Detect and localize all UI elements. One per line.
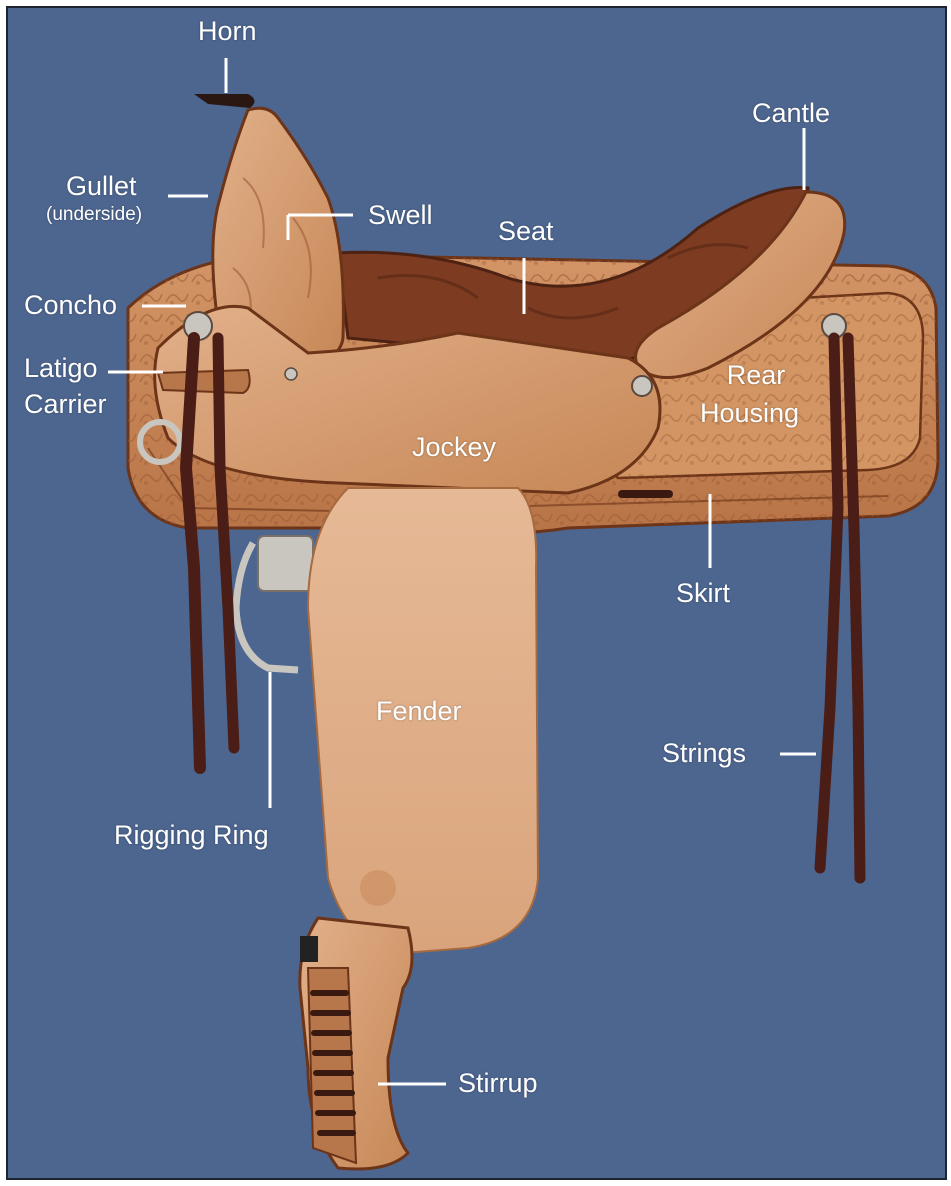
label-concho: Concho xyxy=(24,290,117,320)
label-rear-line2: Housing xyxy=(700,398,799,428)
label-seat: Seat xyxy=(498,216,554,246)
label-gullet: Gullet xyxy=(66,171,137,201)
skirt-slot xyxy=(618,490,673,498)
label-gullet-note: (underside) xyxy=(46,204,142,226)
label-cantle: Cantle xyxy=(752,98,830,128)
label-horn: Horn xyxy=(198,16,257,46)
label-rear-line1: Rear xyxy=(720,360,792,390)
label-latigo-line2: Carrier xyxy=(24,389,107,419)
label-swell: Swell xyxy=(368,200,433,230)
swell-rivet xyxy=(285,368,297,380)
diagram-frame: Horn Cantle Gullet (underside) Swell Sea… xyxy=(6,6,947,1180)
label-jockey: Jockey xyxy=(412,432,496,462)
saddle-illustration xyxy=(8,8,945,1178)
latigo-carrier-shape xyxy=(158,370,250,393)
stirrup-buckle xyxy=(300,936,318,962)
label-latigo-line1: Latigo xyxy=(24,353,98,383)
label-strings: Strings xyxy=(662,738,746,768)
label-skirt: Skirt xyxy=(676,578,730,608)
stirrup-shape xyxy=(300,918,412,1169)
label-fender: Fender xyxy=(376,696,462,726)
label-rigging-ring: Rigging Ring xyxy=(114,820,269,850)
horn-cap xyxy=(194,94,255,108)
concho-jockey xyxy=(632,376,652,396)
label-stirrup: Stirrup xyxy=(458,1068,538,1098)
